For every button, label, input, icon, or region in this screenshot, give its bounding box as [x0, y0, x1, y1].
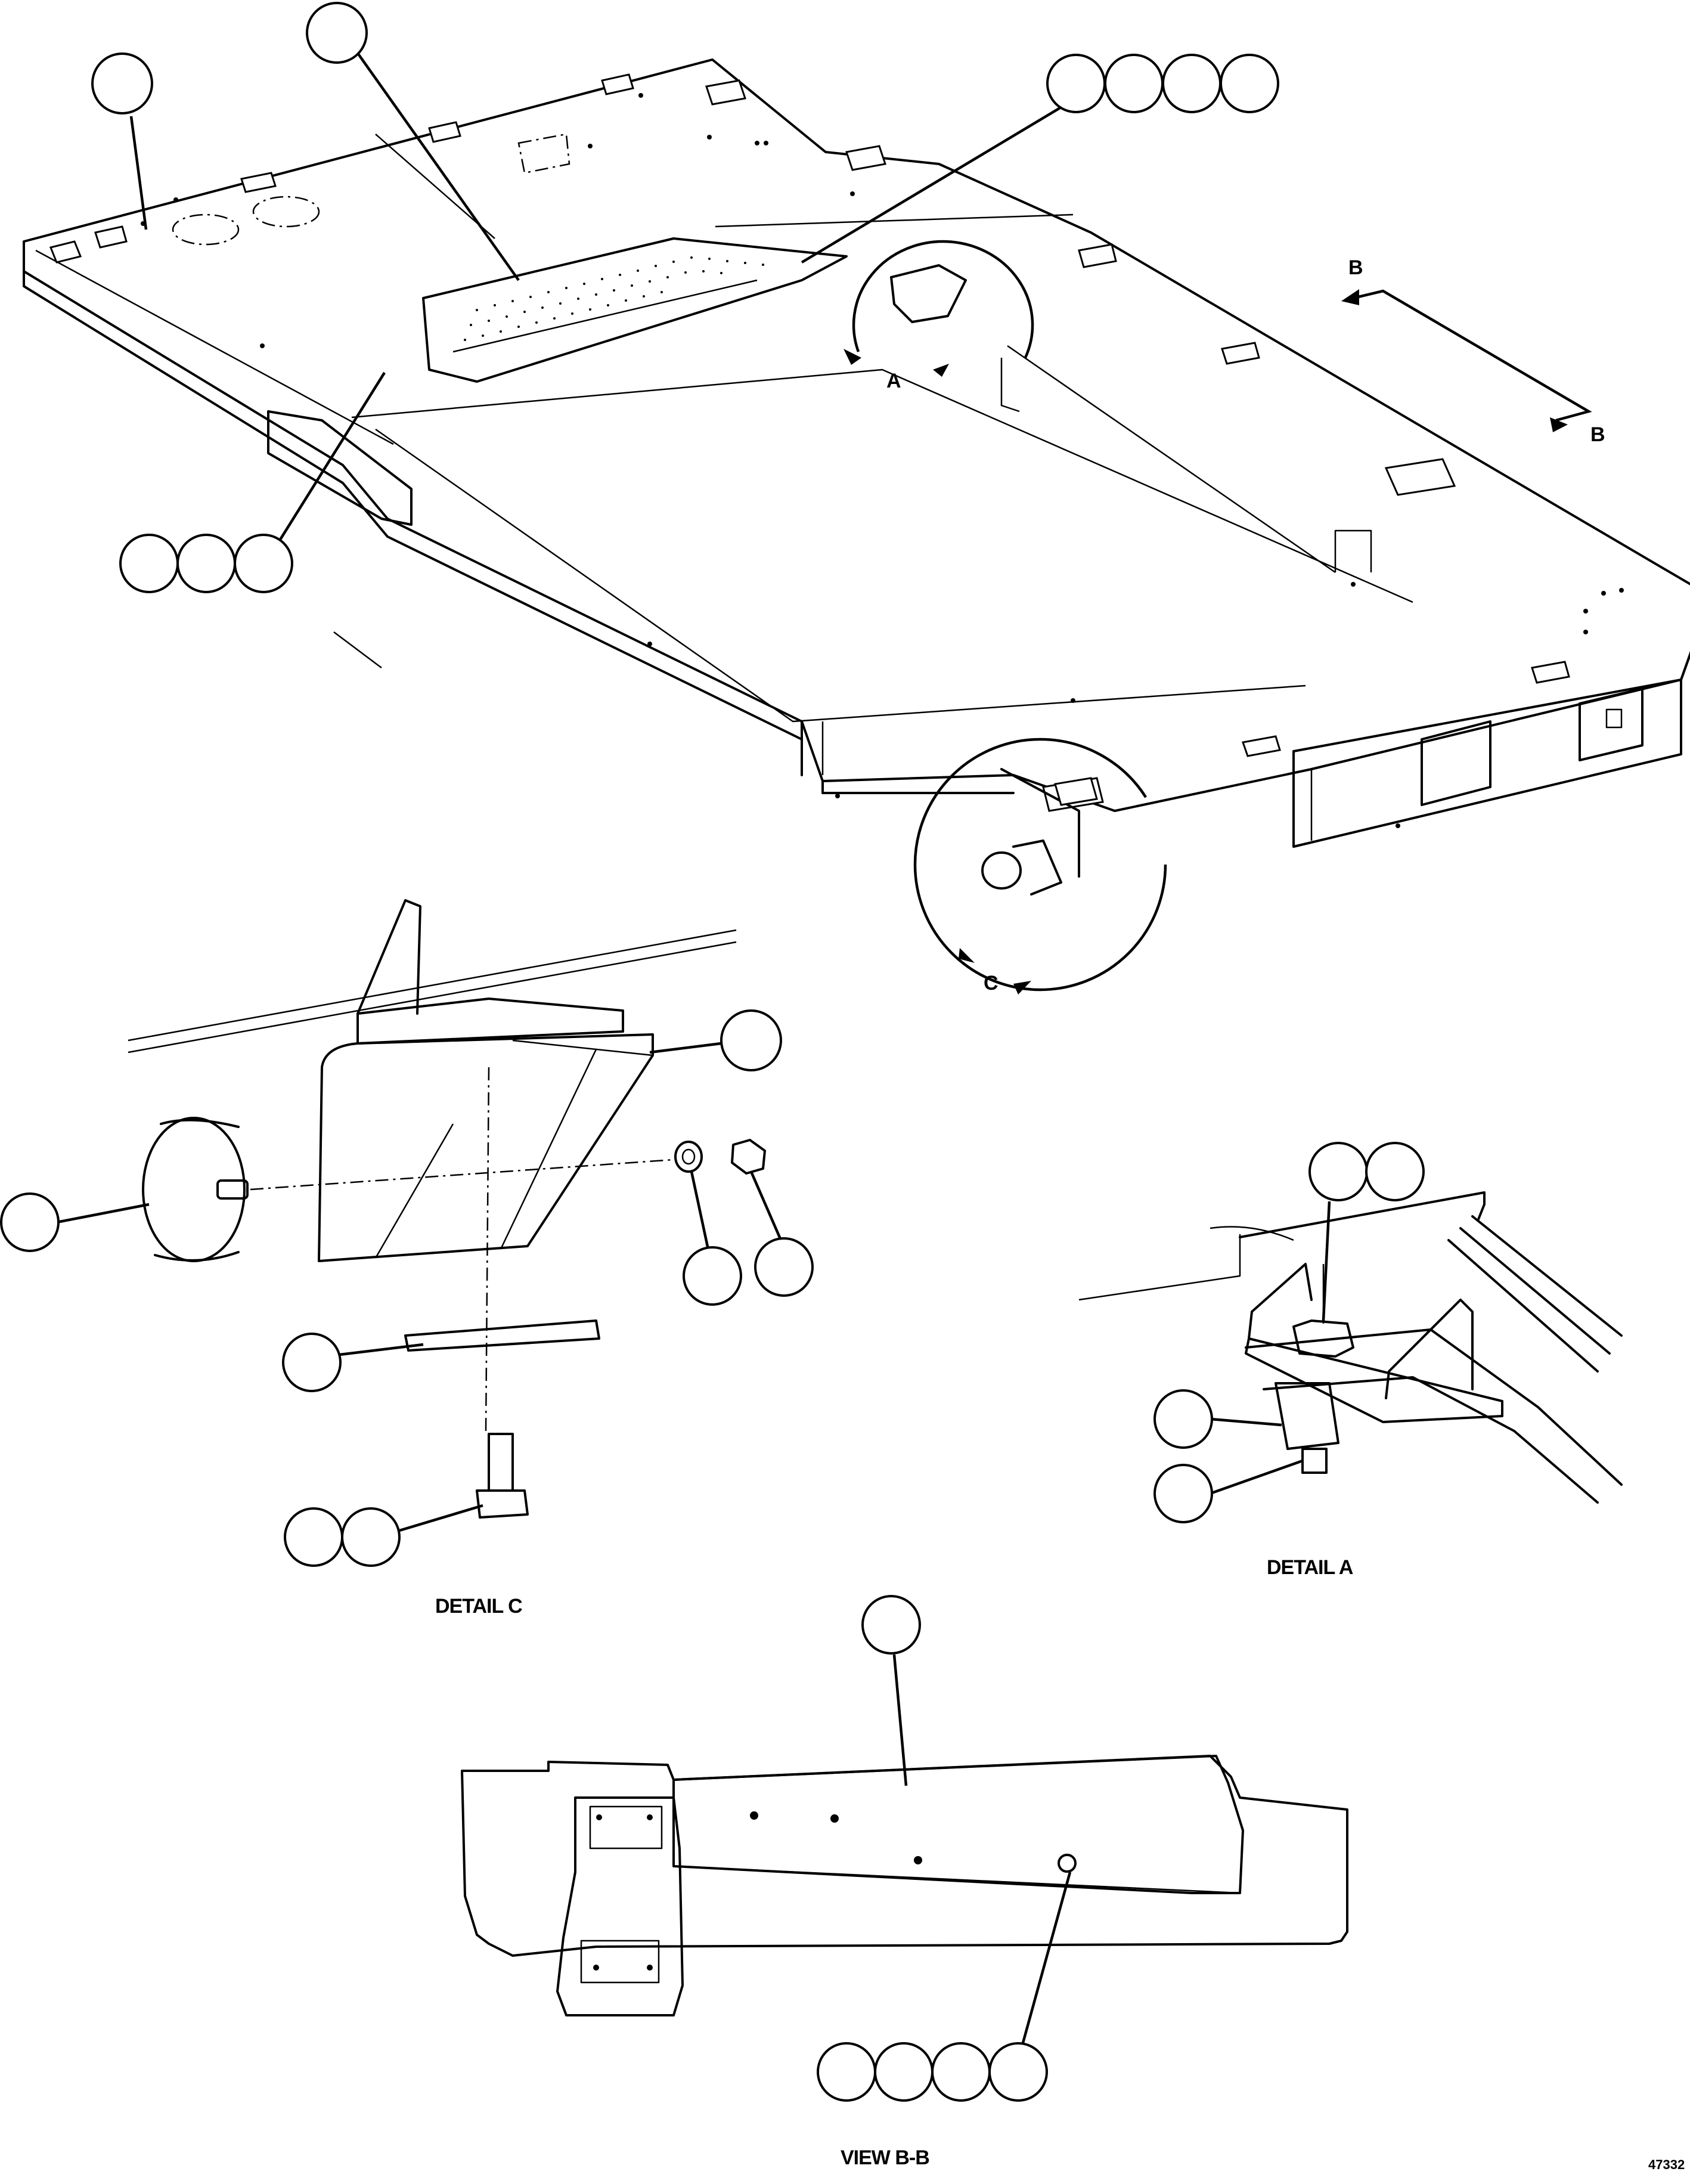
detail-marker-c: C: [984, 972, 999, 995]
caption-detail-c: DETAIL C: [435, 1595, 522, 1618]
caption-detail-a: DETAIL A: [1267, 1556, 1353, 1579]
detail-a-drawing: DETAIL A: [1078, 1142, 1623, 1579]
detail-c-callout: C: [913, 738, 1167, 995]
section-label-b-top: B: [1348, 256, 1363, 279]
section-bb-cutline: B B: [1341, 256, 1605, 446]
detail-c-drawing: DETAIL C: [0, 899, 814, 1618]
drawing-number: 47332: [1648, 2157, 1685, 2172]
perforation-pattern: [464, 256, 764, 341]
balloon-group-top-left: [91, 52, 153, 230]
detail-marker-a: A: [886, 370, 901, 392]
balloon-group-top-center: [306, 2, 520, 281]
balloon-group-left: [119, 371, 386, 593]
detail-a-callout: A: [844, 240, 1034, 392]
balloon-group-top-right: [801, 54, 1279, 264]
platform-assembly: [23, 58, 1690, 848]
section-label-b-bottom: B: [1590, 423, 1605, 446]
view-bb-drawing: VIEW B-B: [461, 1595, 1348, 2169]
caption-view-bb: VIEW B-B: [841, 2146, 929, 2169]
